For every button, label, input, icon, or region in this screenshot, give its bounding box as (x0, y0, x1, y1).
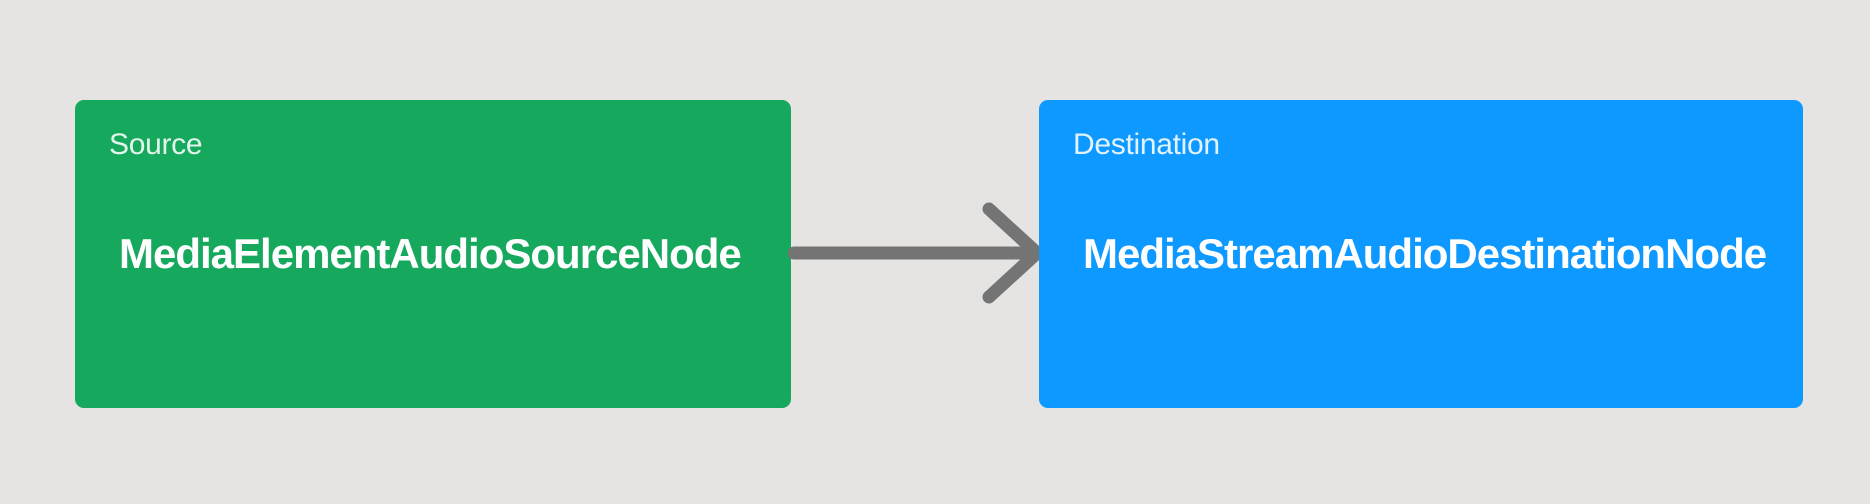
source-node-title: MediaElementAudioSourceNode (119, 230, 742, 277)
destination-node: Destination MediaStreamAudioDestinationN… (1039, 100, 1803, 408)
destination-node-label: Destination (1073, 128, 1220, 161)
source-node: Source MediaElementAudioSourceNode (75, 100, 791, 408)
destination-node-title: MediaStreamAudioDestinationNode (1083, 230, 1767, 277)
source-node-label: Source (109, 128, 203, 161)
arrow-right-icon (788, 202, 1040, 304)
